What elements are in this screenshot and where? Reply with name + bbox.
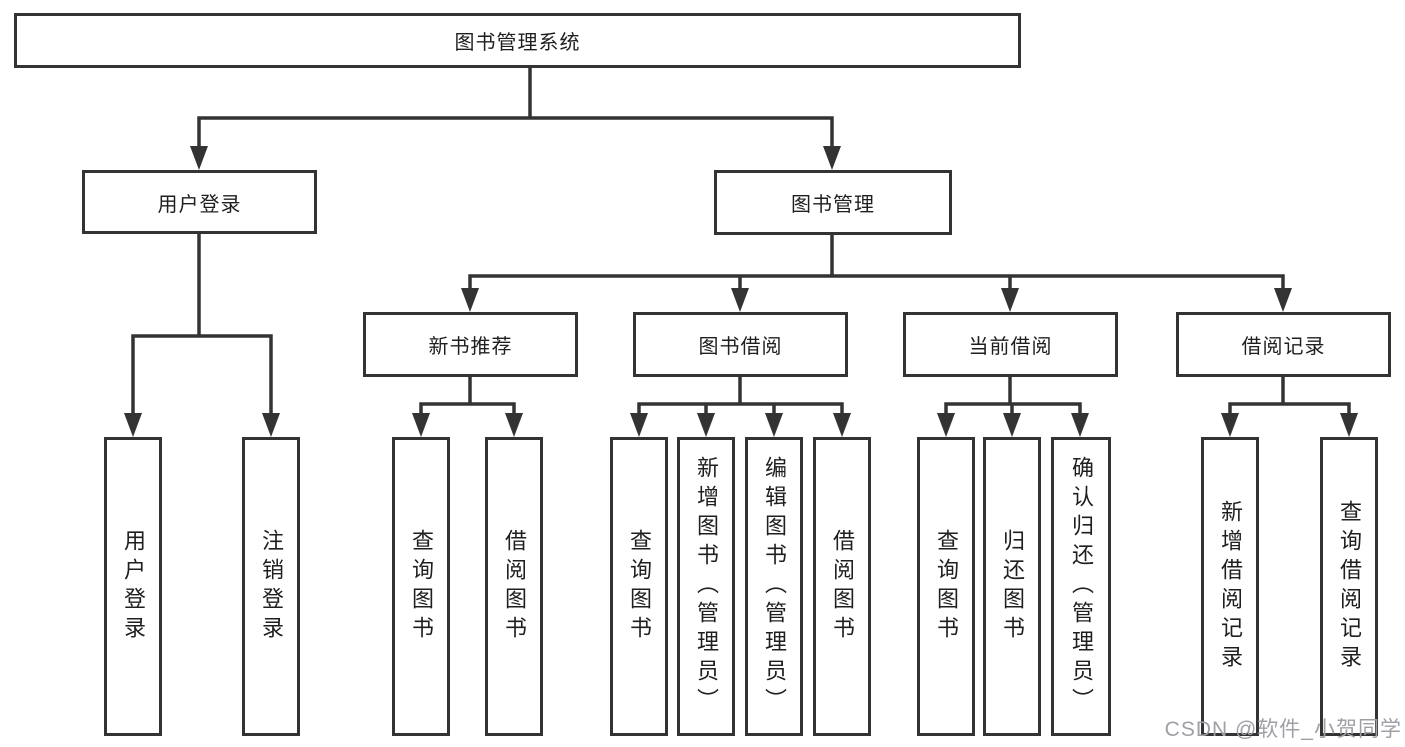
- node-new-book-recommend: 新书推荐: [363, 312, 578, 377]
- node-book-management: 图书管理: [714, 170, 952, 235]
- leaf-br-add-record: 新增借阅记录: [1201, 437, 1259, 736]
- leaf-logout: 注销登录: [242, 437, 300, 736]
- leaf-nb-borrow-books: 借阅图书: [485, 437, 543, 736]
- leaf-cb-return-books: 归还图书: [983, 437, 1041, 736]
- leaf-bb-query-books: 查询图书: [610, 437, 668, 736]
- node-user-login: 用户登录: [82, 170, 317, 234]
- leaf-bb-edit-book-admin: 编辑图书（管理员）: [745, 437, 803, 736]
- leaf-bb-add-book-admin: 新增图书（管理员）: [677, 437, 735, 736]
- leaf-cb-confirm-return-admin: 确认归还（管理员）: [1051, 437, 1111, 736]
- node-current-borrow: 当前借阅: [903, 312, 1118, 377]
- node-book-borrow: 图书借阅: [633, 312, 848, 377]
- leaf-user-login: 用户登录: [104, 437, 162, 736]
- leaf-bb-borrow-books: 借阅图书: [813, 437, 871, 736]
- csdn-watermark: CSDN @软件_小贺同学: [1164, 718, 1402, 741]
- leaf-nb-query-books: 查询图书: [392, 437, 450, 736]
- node-borrow-records: 借阅记录: [1176, 312, 1391, 377]
- arrowheads: [124, 146, 1358, 437]
- node-root-system: 图书管理系统: [14, 13, 1021, 68]
- leaf-br-query-record: 查询借阅记录: [1320, 437, 1378, 736]
- leaf-cb-query-books: 查询图书: [917, 437, 975, 736]
